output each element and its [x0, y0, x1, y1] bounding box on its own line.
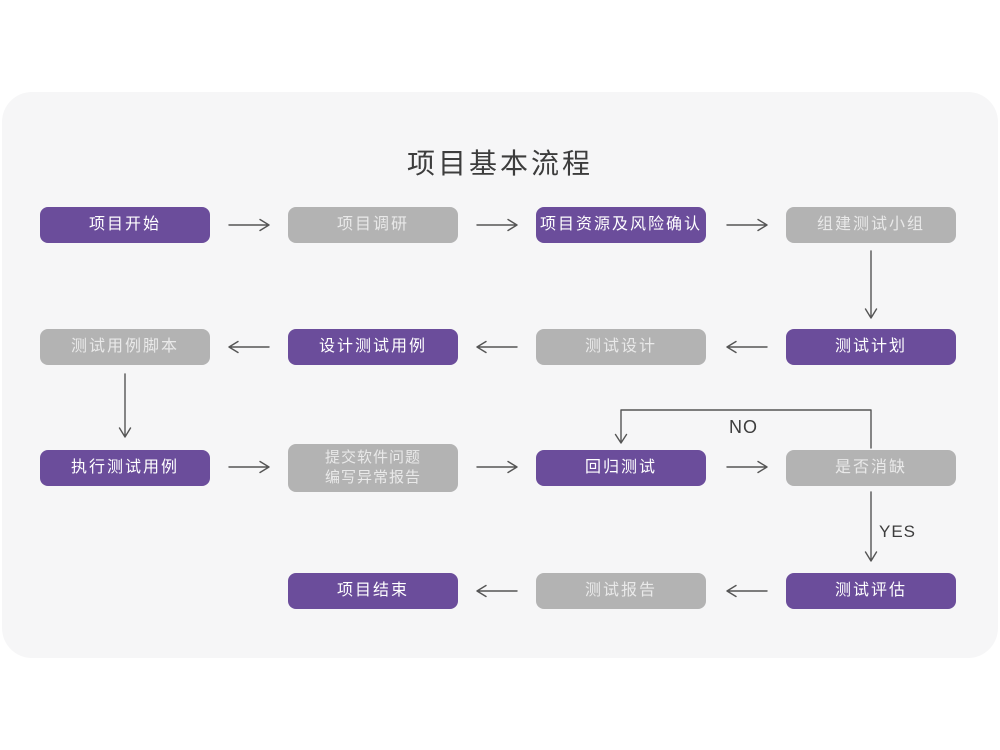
- node-test-design: 测试设计: [536, 329, 706, 365]
- node-defect-cleared: 是否消缺: [786, 450, 956, 486]
- edge-label-yes: YES: [879, 522, 917, 541]
- node-design-test-case: 设计测试用例: [288, 329, 458, 365]
- node-project-research: 项目调研: [288, 207, 458, 243]
- node-test-plan: 测试计划: [786, 329, 956, 365]
- page-title: 项目基本流程: [406, 148, 593, 179]
- node-test-case-script: 测试用例脚本: [40, 329, 210, 365]
- node-regression-test: 回归测试: [536, 450, 706, 486]
- node-build-test-team: 组建测试小组: [786, 207, 956, 243]
- node-submit-issue-report: 提交软件问题 编写异常报告: [288, 444, 458, 492]
- node-test-evaluation: 测试评估: [786, 573, 956, 609]
- node-project-start: 项目开始: [40, 207, 210, 243]
- node-resource-risk: 项目资源及风险确认: [536, 207, 706, 243]
- edge-label-no: NO: [729, 417, 758, 437]
- node-test-report: 测试报告: [536, 573, 706, 609]
- node-execute-test-case: 执行测试用例: [40, 450, 210, 486]
- flowchart-card: [2, 92, 998, 658]
- node-project-end: 项目结束: [288, 573, 458, 609]
